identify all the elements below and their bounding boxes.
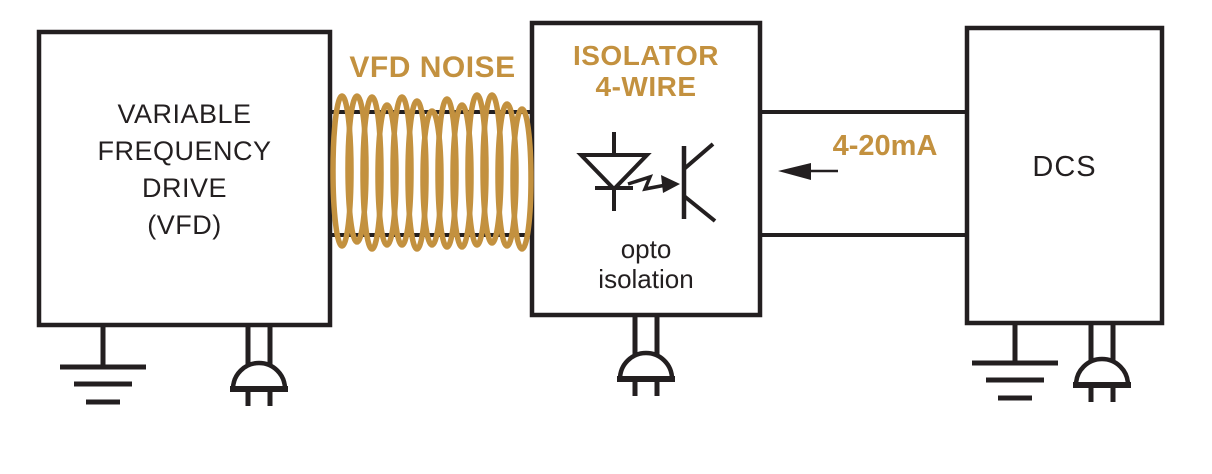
signal-range-label: 4-20mA	[832, 130, 938, 162]
noise-coil-icon	[330, 92, 534, 252]
opto-caption-line-1: opto	[620, 234, 672, 264]
isolator-title-line-1: ISOLATOR	[572, 40, 720, 71]
opto-isolation-caption: opto isolation	[532, 234, 760, 294]
optocoupler-icon	[576, 132, 717, 223]
led-diode-icon	[576, 132, 652, 211]
isolator-title-line-2: 4-WIRE	[595, 71, 697, 102]
vfd-label-line-3: DRIVE	[141, 173, 228, 203]
dcs-box	[964, 25, 1165, 326]
phototransistor-icon	[681, 142, 717, 223]
isolator-box	[529, 20, 763, 318]
vfd-box	[36, 29, 333, 328]
opto-caption-line-2: isolation	[598, 264, 694, 294]
ac-plug-icon	[1073, 321, 1131, 402]
light-emission-arrow-icon	[627, 174, 680, 193]
ac-plug-icon	[617, 315, 675, 396]
vfd-label-line-2: FREQUENCY	[97, 136, 272, 166]
vfd-label-line-1: VARIABLE	[117, 99, 252, 129]
vfd-label-line-4: (VFD)	[147, 210, 222, 240]
dcs-label: DCS	[1032, 151, 1097, 183]
isolator-title: ISOLATOR 4-WIRE	[532, 40, 760, 102]
vfd-noise-label: VFD NOISE	[349, 51, 516, 84]
ground-icon	[60, 325, 146, 402]
vfd-label: VARIABLE FREQUENCY DRIVE (VFD)	[39, 96, 330, 244]
ac-plug-icon	[230, 325, 288, 406]
current-direction-arrow-icon	[778, 163, 838, 180]
ground-icon	[972, 321, 1058, 398]
